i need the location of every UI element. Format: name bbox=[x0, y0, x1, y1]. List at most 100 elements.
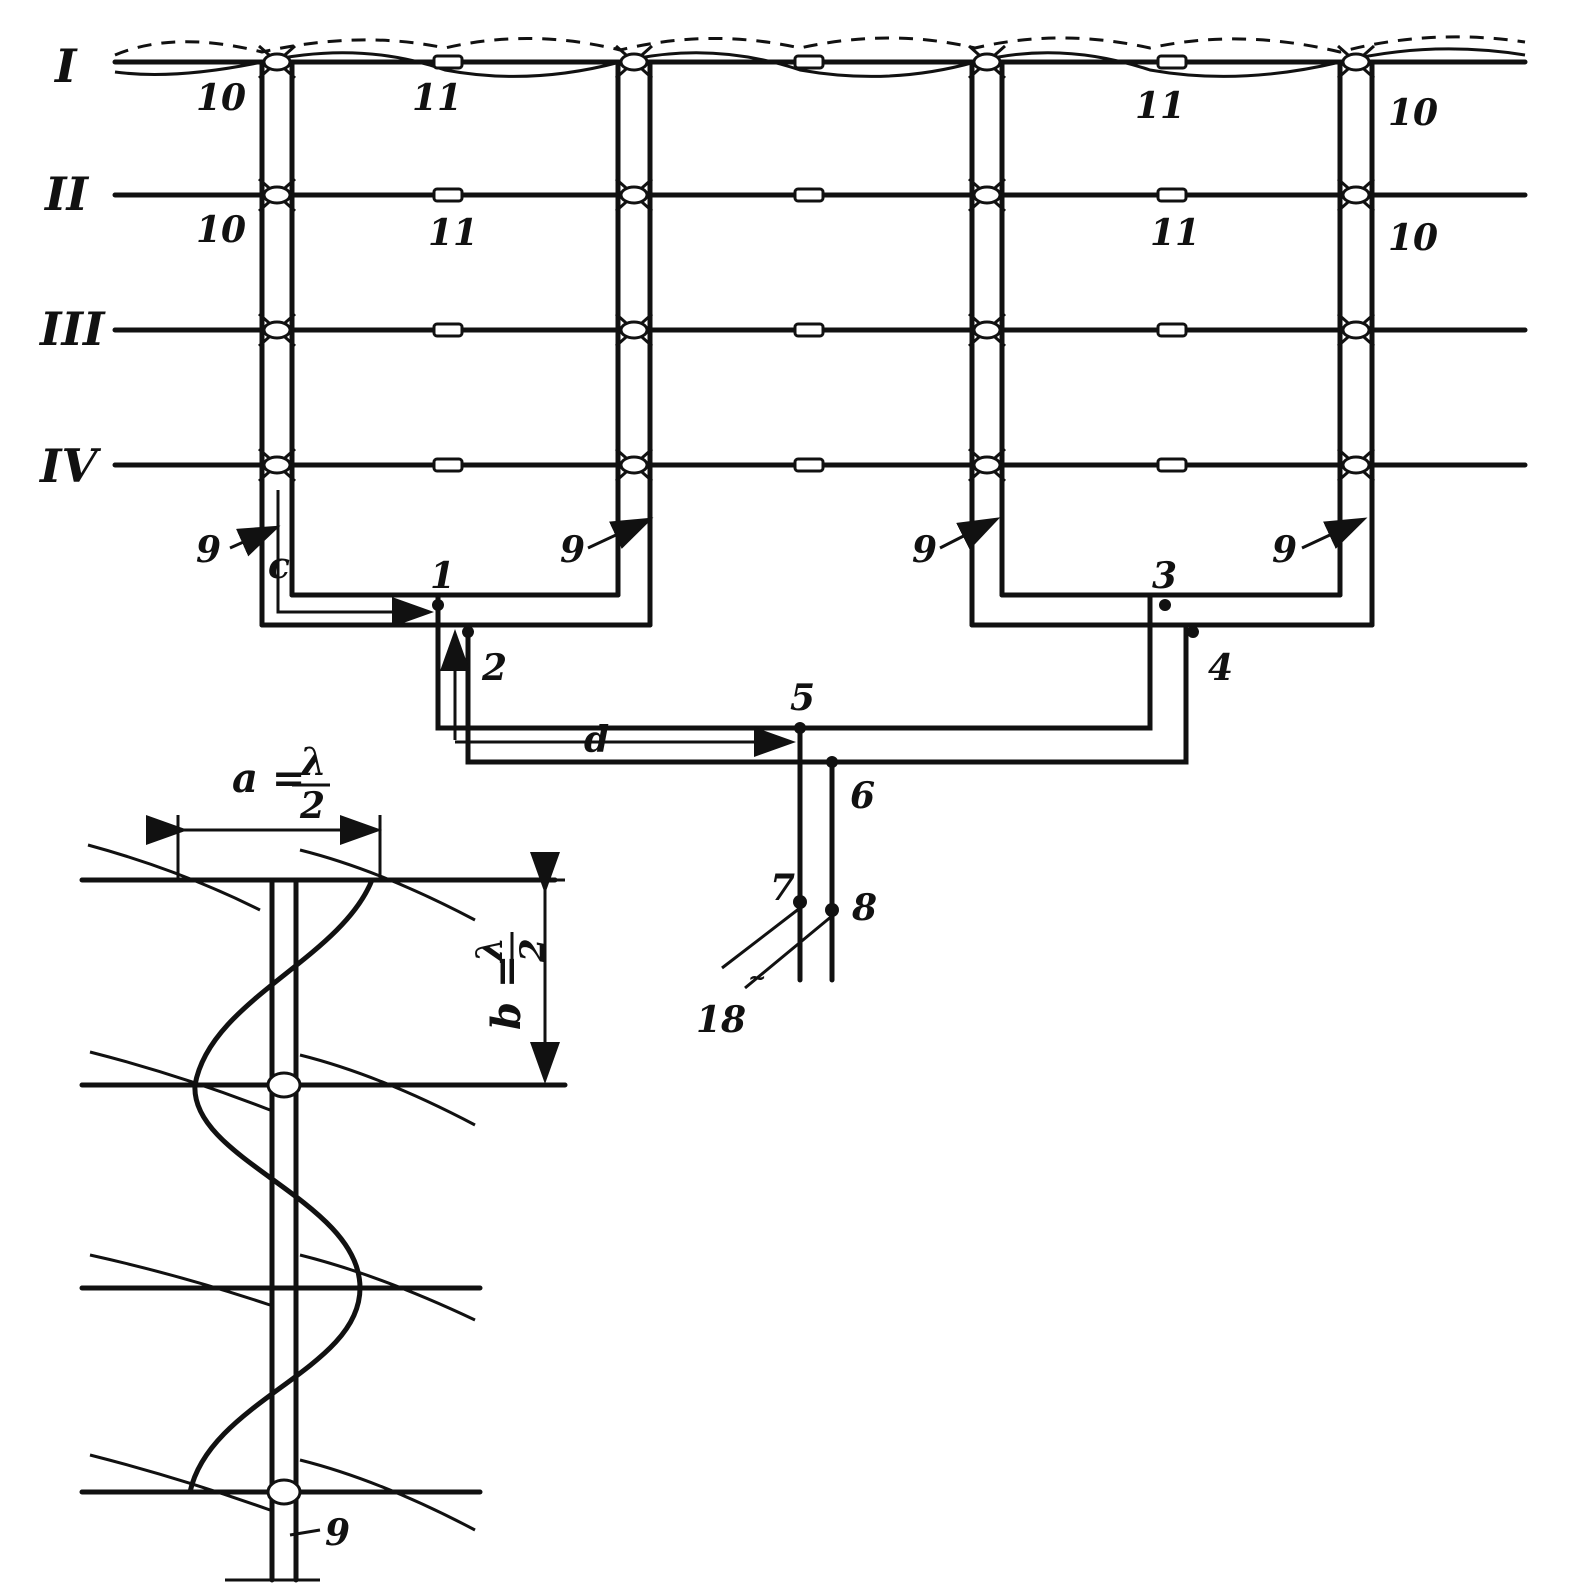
dim-b-lambda: λ bbox=[469, 937, 511, 964]
node-6 bbox=[826, 756, 838, 768]
label-9: 9 bbox=[560, 529, 585, 571]
label-c: c bbox=[268, 545, 290, 587]
insulators bbox=[432, 54, 1188, 473]
inset-current-diagram: a = λ 2 b = λ 2 9 bbox=[79, 739, 568, 1583]
label-8: 8 bbox=[851, 887, 877, 929]
label-18: 18 bbox=[696, 999, 746, 1041]
label-11: 11 bbox=[428, 212, 478, 254]
label-11: 11 bbox=[1150, 212, 1200, 254]
current-distribution-dashed bbox=[114, 35, 1526, 57]
node-7 bbox=[793, 895, 807, 909]
label-11: 11 bbox=[412, 77, 462, 119]
inset-node bbox=[266, 1071, 302, 1099]
label-9: 9 bbox=[1272, 529, 1297, 571]
crossing bbox=[1337, 177, 1375, 213]
arrow-9-c bbox=[939, 517, 1001, 550]
inset-curve bbox=[299, 1253, 476, 1322]
label-2: 2 bbox=[481, 647, 507, 689]
dim-b-two: 2 bbox=[513, 938, 553, 963]
crossing bbox=[968, 44, 1006, 80]
label-d: d bbox=[584, 719, 609, 761]
label-6: 6 bbox=[850, 775, 875, 817]
insulator bbox=[432, 322, 464, 338]
insulator bbox=[432, 457, 464, 473]
label-7: 7 bbox=[770, 867, 795, 909]
crossing bbox=[968, 447, 1006, 483]
node-8 bbox=[825, 903, 839, 917]
label-4: 4 bbox=[1208, 647, 1233, 689]
inset-curve bbox=[299, 1458, 476, 1532]
inset-curve bbox=[89, 1453, 271, 1512]
crossing bbox=[615, 177, 653, 213]
insulator bbox=[793, 54, 825, 70]
inset-leader-9 bbox=[289, 1528, 321, 1537]
row-label-iv: IV bbox=[38, 439, 102, 493]
inset-curve bbox=[89, 1253, 271, 1307]
crossing bbox=[968, 312, 1006, 348]
distribution-feeders bbox=[259, 592, 1375, 990]
label-11: 11 bbox=[1135, 85, 1185, 127]
label-10: 10 bbox=[196, 77, 246, 119]
crossing bbox=[615, 447, 653, 483]
row-label-ii: II bbox=[43, 167, 90, 221]
insulator bbox=[793, 322, 825, 338]
row-labels: I II III IV bbox=[38, 39, 106, 493]
crossing bbox=[1337, 447, 1375, 483]
crossing bbox=[615, 312, 653, 348]
node-1 bbox=[432, 599, 444, 611]
arrow-9-b bbox=[587, 517, 654, 550]
arrow-9-d bbox=[1301, 517, 1368, 550]
inset-curve bbox=[299, 848, 476, 922]
crossing bbox=[258, 177, 296, 213]
vertical-feeders bbox=[259, 59, 1375, 628]
dipole-rows bbox=[112, 35, 1528, 468]
insulator bbox=[793, 457, 825, 473]
dim-b-lhs: b = bbox=[483, 955, 530, 1030]
dim-a-lambda: λ bbox=[298, 739, 327, 784]
row-label-i: I bbox=[53, 39, 78, 93]
label-1: 1 bbox=[430, 555, 455, 597]
inset-curve bbox=[299, 1053, 476, 1127]
dim-a-two: 2 bbox=[299, 785, 325, 827]
row-label-iii: III bbox=[38, 302, 106, 356]
inset-label-9: 9 bbox=[325, 1512, 350, 1554]
crossing bbox=[258, 447, 296, 483]
dim-a-lhs: a = bbox=[232, 755, 305, 802]
insulator bbox=[1156, 322, 1188, 338]
crossing bbox=[615, 44, 653, 80]
current-arrows bbox=[229, 490, 1368, 757]
insulator bbox=[1156, 54, 1188, 70]
label-9: 9 bbox=[196, 529, 221, 571]
insulator bbox=[793, 187, 825, 203]
input-wire-2 bbox=[744, 914, 833, 990]
crossing bbox=[258, 312, 296, 348]
label-3: 3 bbox=[1152, 555, 1177, 597]
junction-dots bbox=[432, 599, 1199, 917]
input-wire-1 bbox=[721, 906, 801, 970]
label-10: 10 bbox=[1388, 92, 1438, 134]
crossings bbox=[258, 44, 1375, 483]
crossing bbox=[1337, 44, 1375, 80]
part-labels: 10 11 11 10 10 11 11 10 9 9 9 9 c 1 2 3 … bbox=[196, 77, 1438, 1041]
label-9: 9 bbox=[912, 529, 937, 571]
inset-curve bbox=[89, 1050, 271, 1112]
dim-b-label: b = λ 2 bbox=[469, 932, 553, 1030]
insulator bbox=[432, 54, 464, 70]
label-tilde: ~ bbox=[748, 965, 766, 991]
insulator bbox=[432, 187, 464, 203]
arrow-9-a bbox=[229, 525, 281, 557]
label-10: 10 bbox=[1388, 217, 1438, 259]
insulator bbox=[1156, 457, 1188, 473]
inset-node bbox=[266, 1478, 302, 1506]
crossing bbox=[1337, 312, 1375, 348]
inset-standing-wave bbox=[187, 877, 375, 1495]
crossing bbox=[258, 44, 296, 80]
current-distribution-solid bbox=[114, 47, 1526, 78]
label-5: 5 bbox=[790, 677, 815, 719]
node-4 bbox=[1187, 626, 1199, 638]
insulator bbox=[1156, 187, 1188, 203]
crossing bbox=[968, 177, 1006, 213]
node-3 bbox=[1159, 599, 1171, 611]
node-5 bbox=[794, 722, 806, 734]
